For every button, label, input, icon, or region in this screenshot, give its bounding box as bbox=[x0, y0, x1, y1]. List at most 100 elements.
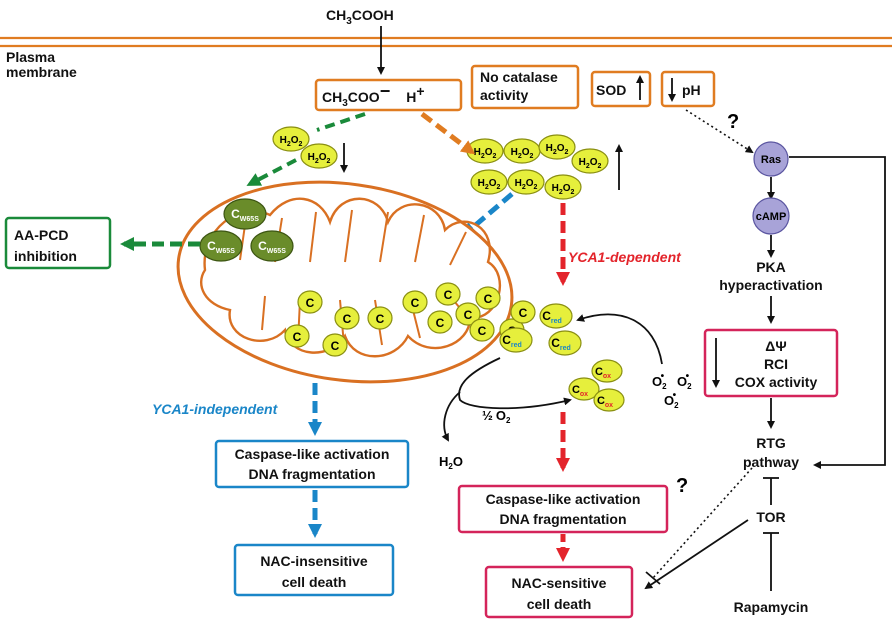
blue-dashed-arrow-to-mito bbox=[461, 192, 514, 237]
ras-node bbox=[753, 141, 789, 177]
cytc bbox=[435, 282, 461, 306]
sod-label: SOD bbox=[596, 82, 626, 98]
caspase-box-left bbox=[214, 439, 410, 489]
plasma-membrane bbox=[0, 36, 892, 48]
cytc-label: C bbox=[519, 306, 528, 320]
cytc-reduced-label: Cred bbox=[542, 309, 562, 325]
h2o2-label: H2O2 bbox=[308, 152, 331, 165]
acetate-box bbox=[314, 78, 463, 112]
question-mark-ras: ? bbox=[727, 111, 739, 133]
cytc-label: C bbox=[484, 292, 493, 306]
cytc-reduced-label: Cred bbox=[502, 333, 522, 349]
ph-to-ras-dotted-arrow bbox=[685, 109, 754, 154]
no-catalase-line2: activity bbox=[480, 87, 528, 103]
h2o2-label: H2O2 bbox=[579, 157, 602, 170]
superoxide-label: O2• bbox=[652, 371, 667, 391]
mito-function-box bbox=[703, 328, 839, 398]
superoxide-label: O2• bbox=[677, 371, 692, 391]
cytc bbox=[297, 290, 323, 314]
tor-label: TOR bbox=[756, 509, 785, 525]
cytc-label: C bbox=[331, 339, 340, 353]
h2o2-molecule bbox=[538, 134, 576, 160]
water-label: H2O bbox=[439, 454, 463, 471]
cytc-label: C bbox=[444, 288, 453, 302]
delta-psi-label: ΔΨ bbox=[765, 338, 786, 354]
cytc-label: C bbox=[343, 312, 352, 326]
cytc bbox=[367, 306, 393, 330]
caspase-right-line1: Caspase-like activation bbox=[486, 491, 641, 507]
cytc bbox=[427, 310, 453, 334]
ras-label: Ras bbox=[761, 154, 781, 166]
cytc-label: C bbox=[436, 316, 445, 330]
h2o2-right-group: H2O2 H2O2 H2O2 H2O2 H2O2 H2O2 H2O2 bbox=[466, 134, 623, 200]
h2o2-label: H2O2 bbox=[515, 178, 538, 191]
rapamycin-label: Rapamycin bbox=[734, 599, 809, 615]
pka-line1: PKA bbox=[756, 259, 786, 275]
mitochondrion bbox=[176, 180, 514, 384]
cytc-w65s-label: CW65S bbox=[207, 239, 235, 255]
cytc-label: C bbox=[464, 308, 473, 322]
cytc bbox=[284, 324, 310, 348]
cytc-w65s-label: CW65S bbox=[258, 239, 286, 255]
aapcd-line2: inhibition bbox=[14, 248, 77, 264]
cytc-reduced-label: Cred bbox=[551, 336, 571, 352]
cox-label: COX activity bbox=[735, 374, 818, 390]
nac-sensitive-box bbox=[484, 565, 634, 619]
cytc-reduced bbox=[539, 303, 573, 329]
cytc bbox=[475, 286, 501, 310]
cytc bbox=[510, 300, 536, 324]
cytc-w65s bbox=[250, 230, 294, 262]
cytc-oxidized-label: Cox bbox=[572, 384, 588, 398]
rci-label: RCI bbox=[764, 356, 788, 372]
h2o2-label: H2O2 bbox=[474, 147, 497, 160]
cytc bbox=[322, 333, 348, 357]
oxygen-curve-arrow bbox=[458, 357, 572, 410]
nac-sensitive-line1: NAC-sensitive bbox=[512, 575, 607, 591]
h2o2-label: H2O2 bbox=[546, 143, 569, 156]
h2o2-molecule bbox=[272, 126, 310, 152]
cytc-label: C bbox=[293, 330, 302, 344]
orange-dashed-arrow bbox=[420, 112, 476, 155]
green-dashed-arrow-a bbox=[316, 112, 366, 132]
h2o2-label: H2O2 bbox=[552, 183, 575, 196]
membrane-label-line2: membrane bbox=[6, 64, 77, 80]
cytc bbox=[402, 290, 428, 314]
caspase-left-line2: DNA fragmentation bbox=[248, 466, 375, 482]
nac-insensitive-line2: cell death bbox=[282, 574, 347, 590]
yca1-independent-label: YCA1-independent bbox=[152, 401, 279, 417]
question-mark-rtg: ? bbox=[676, 475, 688, 497]
sod-box bbox=[590, 70, 652, 108]
aapcd-line1: AA-PCD bbox=[14, 227, 68, 243]
cytc-label: C bbox=[376, 312, 385, 326]
tor-to-nac-sensitive-arrow bbox=[644, 519, 749, 590]
caspase-right-line2: DNA fragmentation bbox=[499, 511, 626, 527]
acetic-acid-label: CH3COOH bbox=[326, 7, 394, 27]
acetate-label: CH3COO−H+ bbox=[322, 81, 425, 109]
h2o2-molecule bbox=[544, 174, 582, 200]
cytc-reduced bbox=[499, 327, 533, 353]
camp-node bbox=[752, 197, 790, 235]
ph-label: pH bbox=[682, 82, 701, 98]
rtg-line2: pathway bbox=[743, 454, 799, 470]
cytc-label: C bbox=[411, 296, 420, 310]
cytc-reduced bbox=[548, 330, 582, 356]
aapcd-inhibition-box bbox=[4, 216, 112, 270]
camp-label: cAMP bbox=[756, 211, 787, 223]
h2o2-label: H2O2 bbox=[280, 135, 303, 148]
ras-to-rtg-bypass-arrow bbox=[789, 156, 886, 469]
cytc-label: C bbox=[306, 296, 315, 310]
rtg-inhibition-bar bbox=[645, 571, 661, 585]
nac-insensitive-box bbox=[233, 543, 395, 597]
h2o2-molecule bbox=[300, 143, 338, 169]
green-dashed-arrow-b bbox=[246, 158, 297, 186]
superoxide-curve-arrow bbox=[576, 313, 663, 365]
no-catalase-box bbox=[470, 64, 580, 110]
membrane-label-line1: Plasma bbox=[6, 49, 55, 65]
caspase-box-right bbox=[457, 484, 669, 534]
cytc-cluster: C C C C C C C C C C C C C bbox=[284, 282, 536, 357]
superoxide-label: O2• bbox=[664, 390, 679, 410]
caspase-left-line1: Caspase-like activation bbox=[235, 446, 390, 462]
h2o2-molecule bbox=[507, 169, 545, 195]
